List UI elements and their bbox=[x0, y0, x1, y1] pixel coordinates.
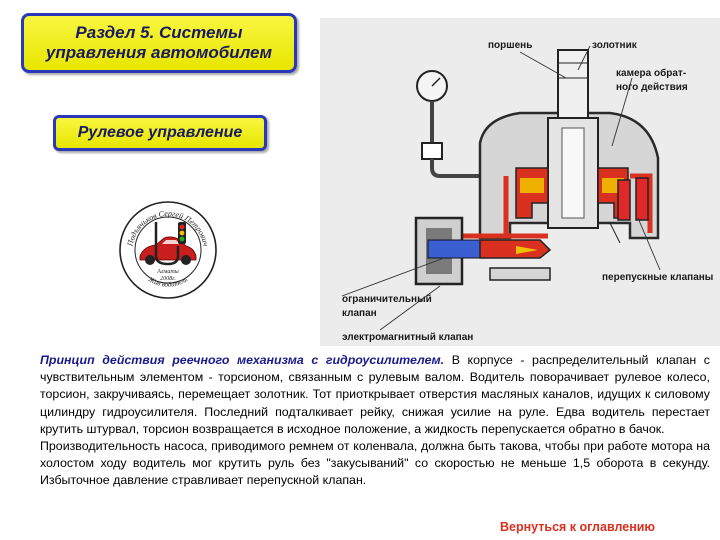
label-reverse-chamber-1: камера обрат- bbox=[616, 67, 686, 79]
back-to-contents-link[interactable]: Вернуться к оглавлению bbox=[500, 520, 656, 534]
letter-u-icon bbox=[154, 222, 180, 266]
author-seal: Подъячьков Сергей Петрович Жив водитель … bbox=[119, 201, 217, 299]
pressure-gauge-icon bbox=[416, 70, 506, 178]
description-lead: Принцип действия реечного механизма с ги… bbox=[40, 353, 445, 367]
topic-title: Рулевое управление bbox=[53, 115, 267, 151]
label-solenoid-valve: электромагнитный клапан bbox=[342, 332, 473, 343]
topic-title-text: Рулевое управление bbox=[77, 124, 243, 141]
description-paragraph-1: Принцип действия реечного механизма с ги… bbox=[40, 352, 710, 438]
label-limit-valve-2: клапан bbox=[342, 308, 377, 319]
description-p1-text: В корпусе - распределительный клапан с ч… bbox=[40, 353, 710, 436]
description-paragraph-2: Производительность насоса, приводимого р… bbox=[40, 439, 710, 488]
seal-year: 2008г. bbox=[160, 276, 176, 282]
label-bypass-valves: перепускные клапаны bbox=[602, 272, 713, 283]
bypass-valves bbox=[609, 177, 649, 244]
label-reverse-chamber-2: ного действия bbox=[616, 82, 688, 93]
description: Принцип действия реечного механизма с ги… bbox=[40, 352, 710, 490]
label-spool: золотник bbox=[592, 40, 638, 51]
seal-city: Алматы bbox=[156, 269, 179, 275]
power-steering-diagram: поршень золотник камера обрат- ного дейс… bbox=[320, 18, 720, 346]
solenoid-valve bbox=[414, 216, 552, 286]
label-piston: поршень bbox=[488, 40, 532, 51]
traffic-light-icon bbox=[178, 222, 186, 244]
label-limit-valve-1: ограничительный bbox=[342, 294, 432, 305]
